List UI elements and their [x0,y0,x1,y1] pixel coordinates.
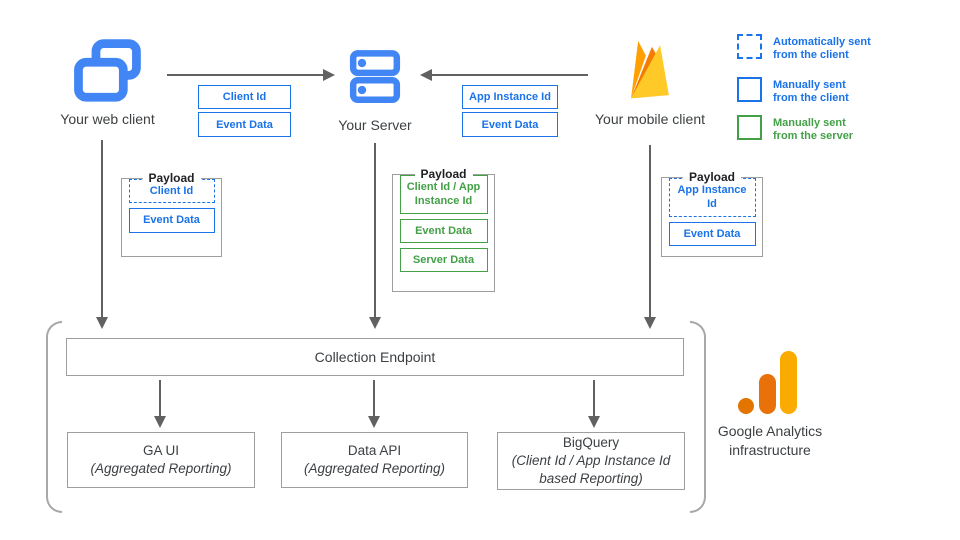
payload-mobile-title: Payload [682,170,742,184]
payload-server: Payload Client Id / App Instance Id Even… [392,167,495,292]
legend-swatch-solid-green [737,115,762,140]
collection-endpoint-box: Collection Endpoint [66,338,684,376]
web-client-icon [74,39,141,102]
payload-item: Server Data [399,247,488,273]
output-title: BigQuery [562,434,620,450]
payload-item: Event Data [399,218,488,243]
output-box-ga-ui: GA UI (Aggregated Reporting) [67,432,255,488]
ga-infrastructure-caption: Google Analytics infrastructure [717,423,823,458]
ga-logo-mid-bar [759,374,776,414]
legend-swatch-solid-blue [737,77,762,102]
edge-label-event-data-web: Event Data [198,112,291,137]
server-label: Your Server [338,117,412,133]
output-subtitle: (Aggregated Reporting) [90,461,232,476]
payload-web-title: Payload [142,171,201,185]
ga-logo-tall-bar [780,351,797,414]
mobile-client-label: Your mobile client [595,111,705,127]
ga-logo-dot [738,398,754,414]
web-client-label: Your web client [60,111,155,127]
edge-label-app-instance-id: App Instance Id [462,85,558,109]
payload-item: Event Data [128,208,215,233]
payload-server-title: Payload [414,167,473,181]
edge-label-event-data-mobile: Event Data [462,112,558,137]
payload-item: Event Data [668,221,756,246]
firebase-icon [631,40,669,99]
edge-label-client-id: Client Id [198,85,291,109]
output-box-data-api: Data API (Aggregated Reporting) [281,432,468,488]
server-icon [349,50,401,103]
output-box-bigquery: BigQuery (Client Id / App Instance Id ba… [497,432,685,490]
output-title: Data API [347,442,402,458]
payload-mobile: Payload App Instance Id Event Data [661,170,763,257]
infrastructure-bracket-left [46,321,62,513]
infrastructure-bracket-right [690,321,706,513]
legend-swatch-dashed-blue [737,34,762,59]
output-subtitle: (Aggregated Reporting) [303,461,446,476]
payload-item: App Instance Id [668,178,756,217]
payload-web: Payload Client Id Event Data [121,171,222,257]
output-subtitle: (Client Id / App Instance Id based Repor… [511,452,671,487]
payload-item: Client Id / App Instance Id [399,175,488,214]
output-title: GA UI [142,442,179,458]
